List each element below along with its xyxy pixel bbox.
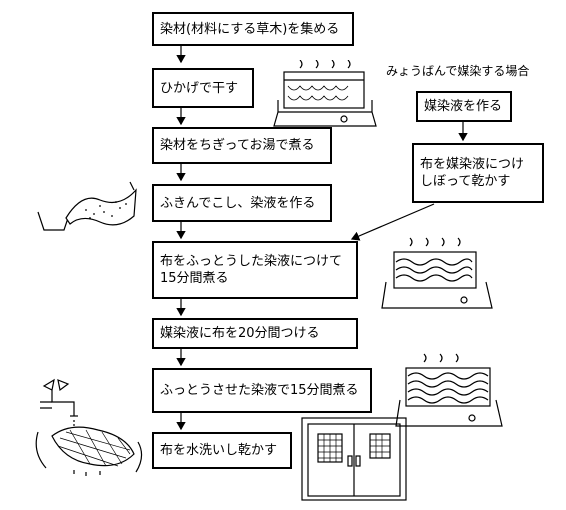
flow-step-7-label: ふっとうさせた染液で15分間煮る bbox=[160, 383, 359, 398]
flow-step-8: 布を水洗いし乾かす bbox=[152, 432, 292, 469]
flow-step-6: 媒染液に布を20分間つける bbox=[152, 318, 358, 349]
flow-step-4-label: ふきんでこし、染液を作る bbox=[160, 195, 316, 211]
flow-step-2-label: ひかげで干す bbox=[160, 80, 239, 96]
flow-step-5-label: 布をふっとうした染液につけて15分間煮る bbox=[160, 254, 343, 286]
pot-with-cloth-icon bbox=[395, 353, 503, 427]
flow-step-8-label: 布を水洗いし乾かす bbox=[160, 443, 278, 458]
side-step-2-label: 布を媒染液につけしぼって乾かす bbox=[420, 157, 525, 189]
flow-step-1-label: 染材(材料にする草木)を集める bbox=[160, 21, 340, 37]
flow-step-5: 布をふっとうした染液につけて15分間煮る bbox=[152, 241, 358, 299]
flow-step-1: 染材(材料にする草木)を集める bbox=[152, 12, 354, 46]
flow-step-6-label: 媒染液に布を20分間つける bbox=[160, 326, 320, 341]
flow-step-3-label: 染材をちぎってお湯で煮る bbox=[160, 138, 315, 153]
faucet-washing-icon bbox=[35, 378, 143, 476]
flow-step-4: ふきんでこし、染液を作る bbox=[152, 184, 332, 222]
flow-step-2: ひかげで干す bbox=[152, 68, 254, 108]
straining-cloth-icon bbox=[37, 181, 137, 231]
flow-step-7: ふっとうさせた染液で15分間煮る bbox=[152, 368, 372, 413]
side-step-2: 布を媒染液につけしぼって乾かす bbox=[412, 143, 544, 203]
arrow-merge bbox=[350, 203, 435, 241]
side-step-1-label: 媒染液を作る bbox=[424, 99, 503, 114]
pot-on-stove-icon bbox=[273, 60, 377, 127]
pot-with-cloth-icon bbox=[381, 237, 493, 309]
side-step-1: 媒染液を作る bbox=[416, 91, 512, 122]
side-heading: みょうばんで媒染する場合 bbox=[386, 64, 530, 78]
flow-step-3: 染材をちぎってお湯で煮る bbox=[152, 127, 332, 164]
drying-window-icon bbox=[301, 417, 407, 501]
